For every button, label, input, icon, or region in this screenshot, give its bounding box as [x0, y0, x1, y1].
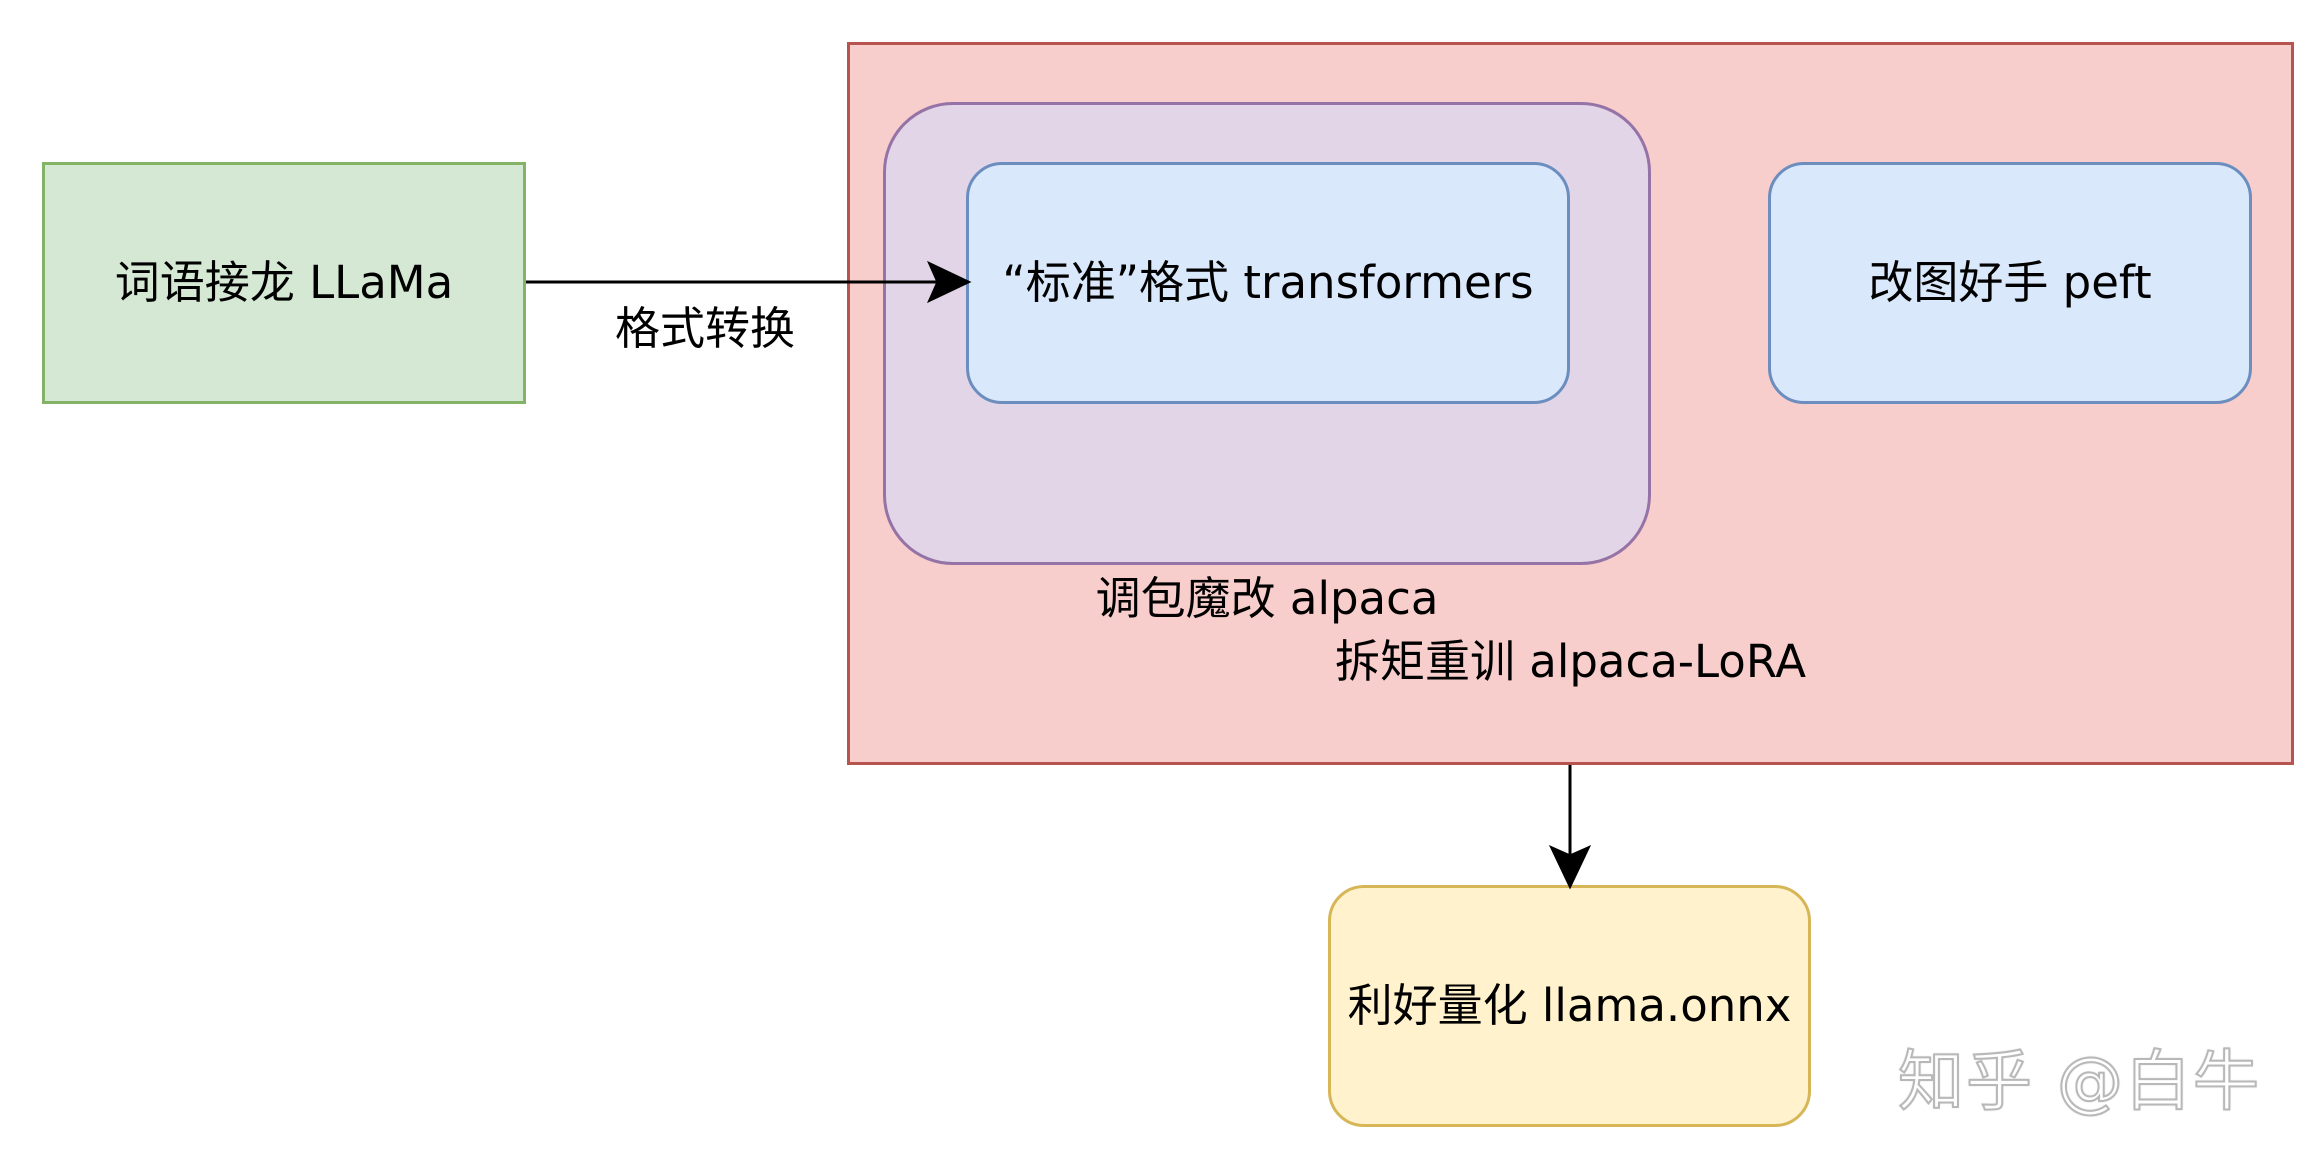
peft-node: 改图好手 peft	[1768, 162, 2252, 404]
alpaca-label: 调包魔改 alpaca	[1095, 572, 1439, 625]
llama-onnx-node-label: 利好量化 llama.onnx	[1347, 979, 1792, 1032]
transformers-node-label: “标准”格式 transformers	[1002, 256, 1534, 309]
llama-onnx-node: 利好量化 llama.onnx	[1328, 885, 1811, 1127]
format-conversion-edge-label: 格式转换	[614, 302, 795, 355]
alpaca-lora-label: 拆矩重训 alpaca-LoRA	[1334, 635, 1807, 688]
peft-node-label: 改图好手 peft	[1868, 256, 2152, 309]
arrowhead-onnx	[1548, 844, 1592, 890]
llama-node: 词语接龙 LLaMa	[42, 162, 526, 404]
zhihu-watermark: 知乎 @白牛	[1897, 1042, 2261, 1121]
llama-node-label: 词语接龙 LLaMa	[114, 256, 454, 309]
transformers-node: “标准”格式 transformers	[966, 162, 1570, 404]
